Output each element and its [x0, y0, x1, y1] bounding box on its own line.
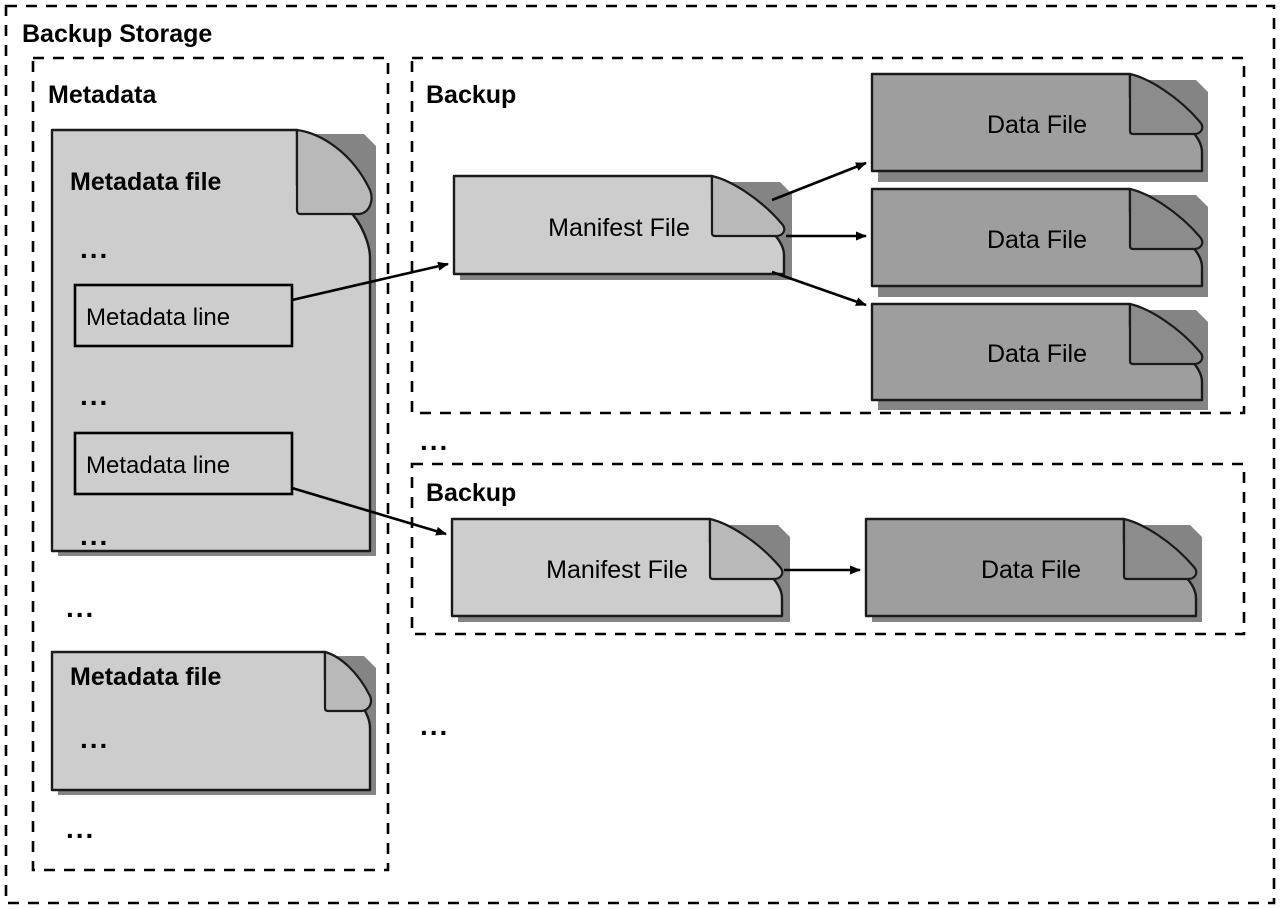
backup-1-data-file-3[interactable]: Data File [870, 302, 1208, 410]
backup-1-container [410, 56, 1246, 415]
backup-2-data-file-1-fold-icon [1122, 517, 1198, 581]
metadata-line-2[interactable]: Metadata line [73, 431, 294, 496]
backup-1-manifest-label: Manifest File [548, 214, 690, 242]
backup-1-data-file-2[interactable]: Data File [870, 187, 1208, 297]
metadata-line-2-label: Metadata line [86, 452, 230, 479]
arrow-metadata-line-1-to-manifest-1 [291, 261, 449, 302]
metadata-file-2-fold-icon [323, 650, 373, 713]
metadata-line-1[interactable]: Metadata line [73, 283, 294, 348]
backup-1-data-file-3-label: Data File [987, 340, 1087, 368]
metadata-ellipsis-between-files: ... [66, 592, 95, 623]
backup-1-data-file-2-label: Data File [987, 226, 1087, 254]
metadata-line-1-label: Metadata line [86, 304, 230, 331]
backup-2-manifest-fold-icon [708, 517, 784, 581]
metadata-file-2-ellipsis-top: ... [80, 723, 109, 754]
metadata-file-1-ellipsis-top: ... [80, 233, 109, 264]
metadata-file-1-fold-icon [295, 128, 373, 216]
backup-2-data-file-1-label: Data File [981, 556, 1081, 584]
backup-1-title: Backup [426, 81, 516, 109]
backup-storage-container [4, 4, 1276, 905]
backup-2-title: Backup [426, 479, 516, 507]
metadata-line-1-box [73, 283, 294, 348]
backup-1-manifest-file[interactable]: Manifest File [452, 174, 792, 280]
backup-ellipsis-after: ... [420, 710, 449, 741]
backup-1-manifest-fold-icon [710, 174, 786, 238]
arrow-metadata-line-2-to-manifest-2 [291, 486, 447, 536]
metadata-file-2-label: Metadata file [70, 663, 222, 691]
backup-ellipsis-between: ... [420, 425, 449, 456]
metadata-line-2-box [73, 431, 294, 496]
metadata-file-1-ellipsis-bottom: ... [80, 520, 109, 551]
metadata-file-1-ellipsis-middle: ... [80, 380, 109, 411]
backup-storage-title: Backup Storage [22, 20, 212, 48]
metadata-file-1-label: Metadata file [70, 168, 222, 196]
metadata-section-container [31, 56, 390, 872]
backup-2-manifest-label: Manifest File [546, 556, 688, 584]
arrow-manifest-1-to-data-file-1 [771, 161, 867, 202]
backup-1-data-file-1-fold-icon [1128, 72, 1204, 136]
backup-1-data-file-1[interactable]: Data File [870, 72, 1208, 182]
backup-1-data-file-1-label: Data File [987, 111, 1087, 139]
backup-1-data-file-2-fold-icon [1128, 187, 1204, 251]
metadata-file-2[interactable]: Metadata file ... [50, 650, 376, 795]
metadata-file-1[interactable]: Metadata file ... Metadata line ... Meta… [50, 128, 376, 556]
arrow-manifest-1-to-data-file-3 [771, 270, 867, 307]
metadata-ellipsis-after-files: ... [66, 813, 95, 844]
backup-1-data-file-3-fold-icon [1128, 302, 1204, 366]
backup-2-data-file-1[interactable]: Data File [864, 517, 1202, 622]
backup-2-manifest-file[interactable]: Manifest File [450, 517, 790, 622]
metadata-section-title: Metadata [48, 81, 157, 109]
